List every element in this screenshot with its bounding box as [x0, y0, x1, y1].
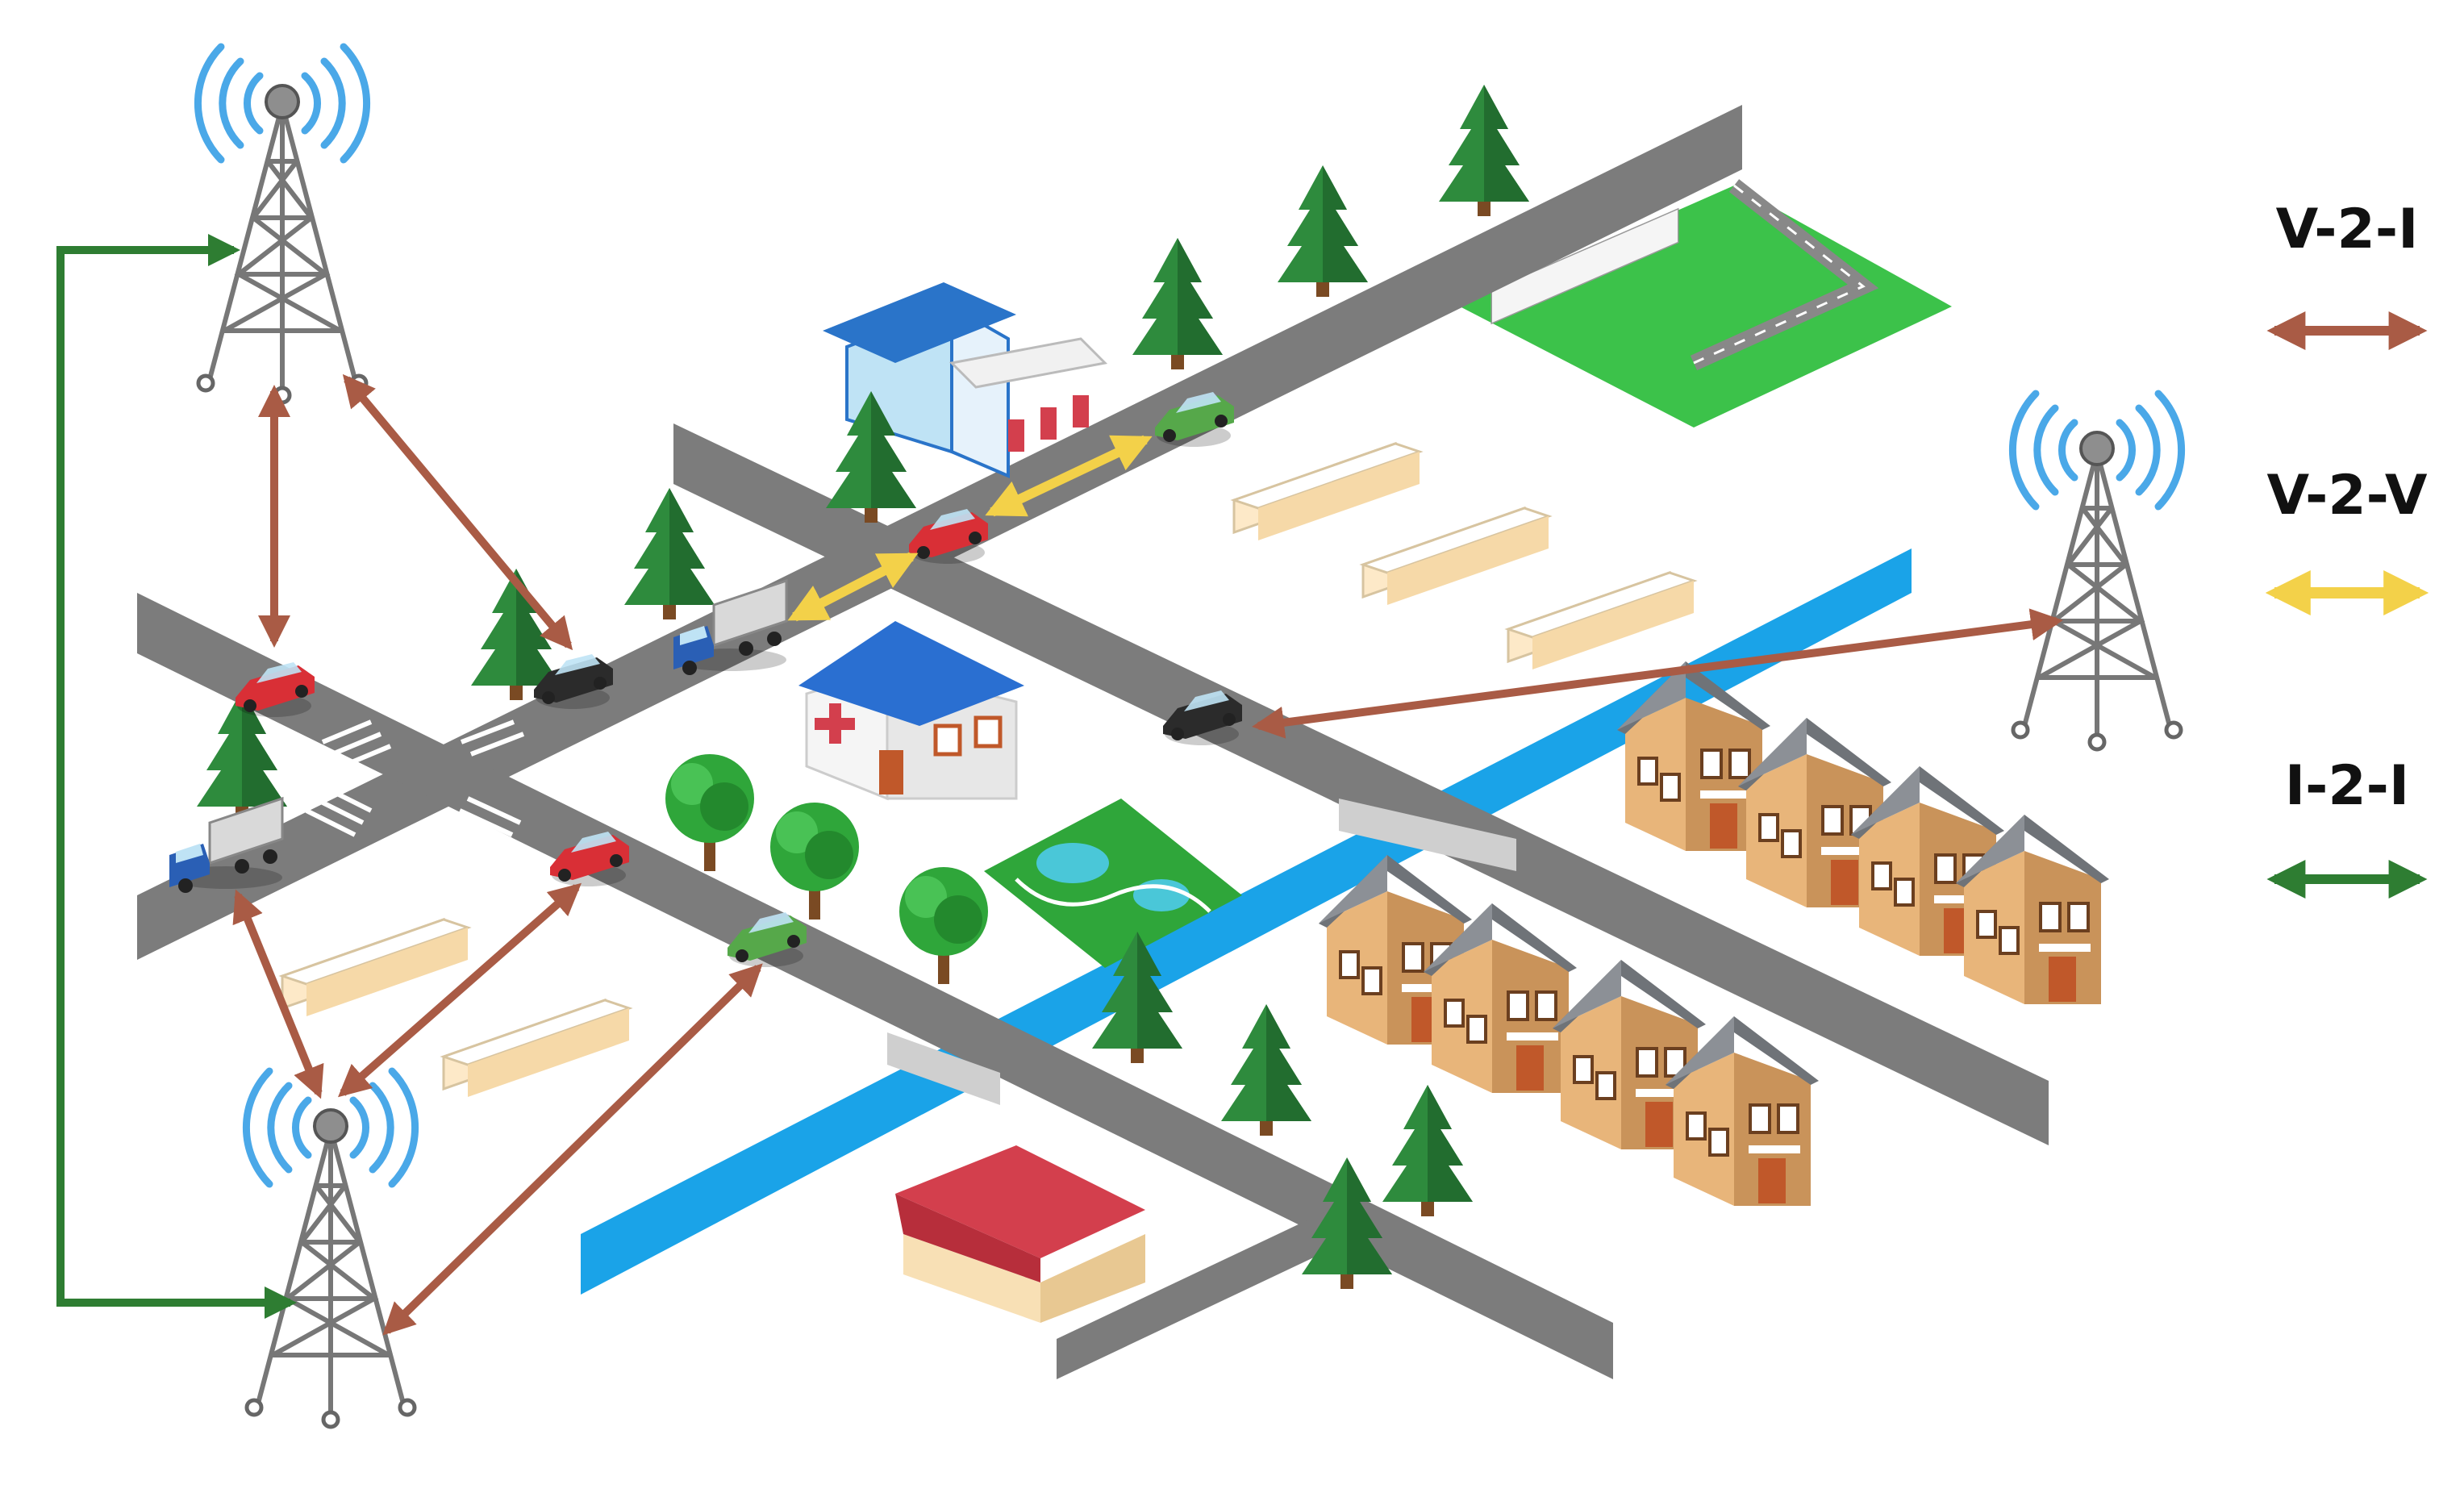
- hospital-icon: [798, 621, 1024, 801]
- pine-tree-icon: [1132, 238, 1223, 369]
- gas-station-icon: [823, 282, 1108, 479]
- legend-v2i-label: V-2-I: [2275, 198, 2419, 261]
- bridge: [887, 1032, 1000, 1105]
- warehouse-icon: [1507, 571, 1695, 671]
- legend-v2v-label: V-2-V: [2266, 464, 2428, 528]
- v2i-link-arrow: [382, 963, 763, 1336]
- truck-icon: [168, 797, 284, 895]
- round-tree-icon: [665, 754, 754, 871]
- v2i-link-arrow: [1252, 608, 2063, 739]
- v2v-link-arrow: [787, 552, 919, 622]
- bridge: [1339, 799, 1516, 871]
- crosswalks: [305, 707, 525, 849]
- round-tree-icon: [770, 803, 859, 920]
- cell-tower-icon: [246, 1071, 415, 1427]
- v2i-link-arrow: [232, 889, 324, 1099]
- pine-tree-icon: [1278, 165, 1368, 297]
- pine-tree-icon: [1439, 85, 1529, 216]
- v2i-link-arrow: [342, 373, 573, 651]
- factory-icon: [895, 1145, 1145, 1323]
- round-tree-icon: [899, 867, 988, 984]
- cell-tower-icon: [198, 47, 366, 402]
- warehouse-icon: [442, 999, 631, 1099]
- pine-tree-icon: [1382, 1085, 1473, 1216]
- park-icon: [984, 799, 1242, 968]
- warehouse-icon: [1361, 507, 1550, 607]
- airfield: [1460, 179, 1952, 427]
- pine-tree-icon: [624, 488, 715, 619]
- cell-tower-icon: [2012, 394, 2181, 749]
- warehouse-icon: [281, 918, 469, 1018]
- legend-i2i-label: I-2-I: [2284, 754, 2410, 818]
- v2v-link-arrow: [985, 435, 1153, 517]
- pine-tree-icon: [1221, 1004, 1311, 1136]
- warehouse-icon: [1232, 442, 1421, 542]
